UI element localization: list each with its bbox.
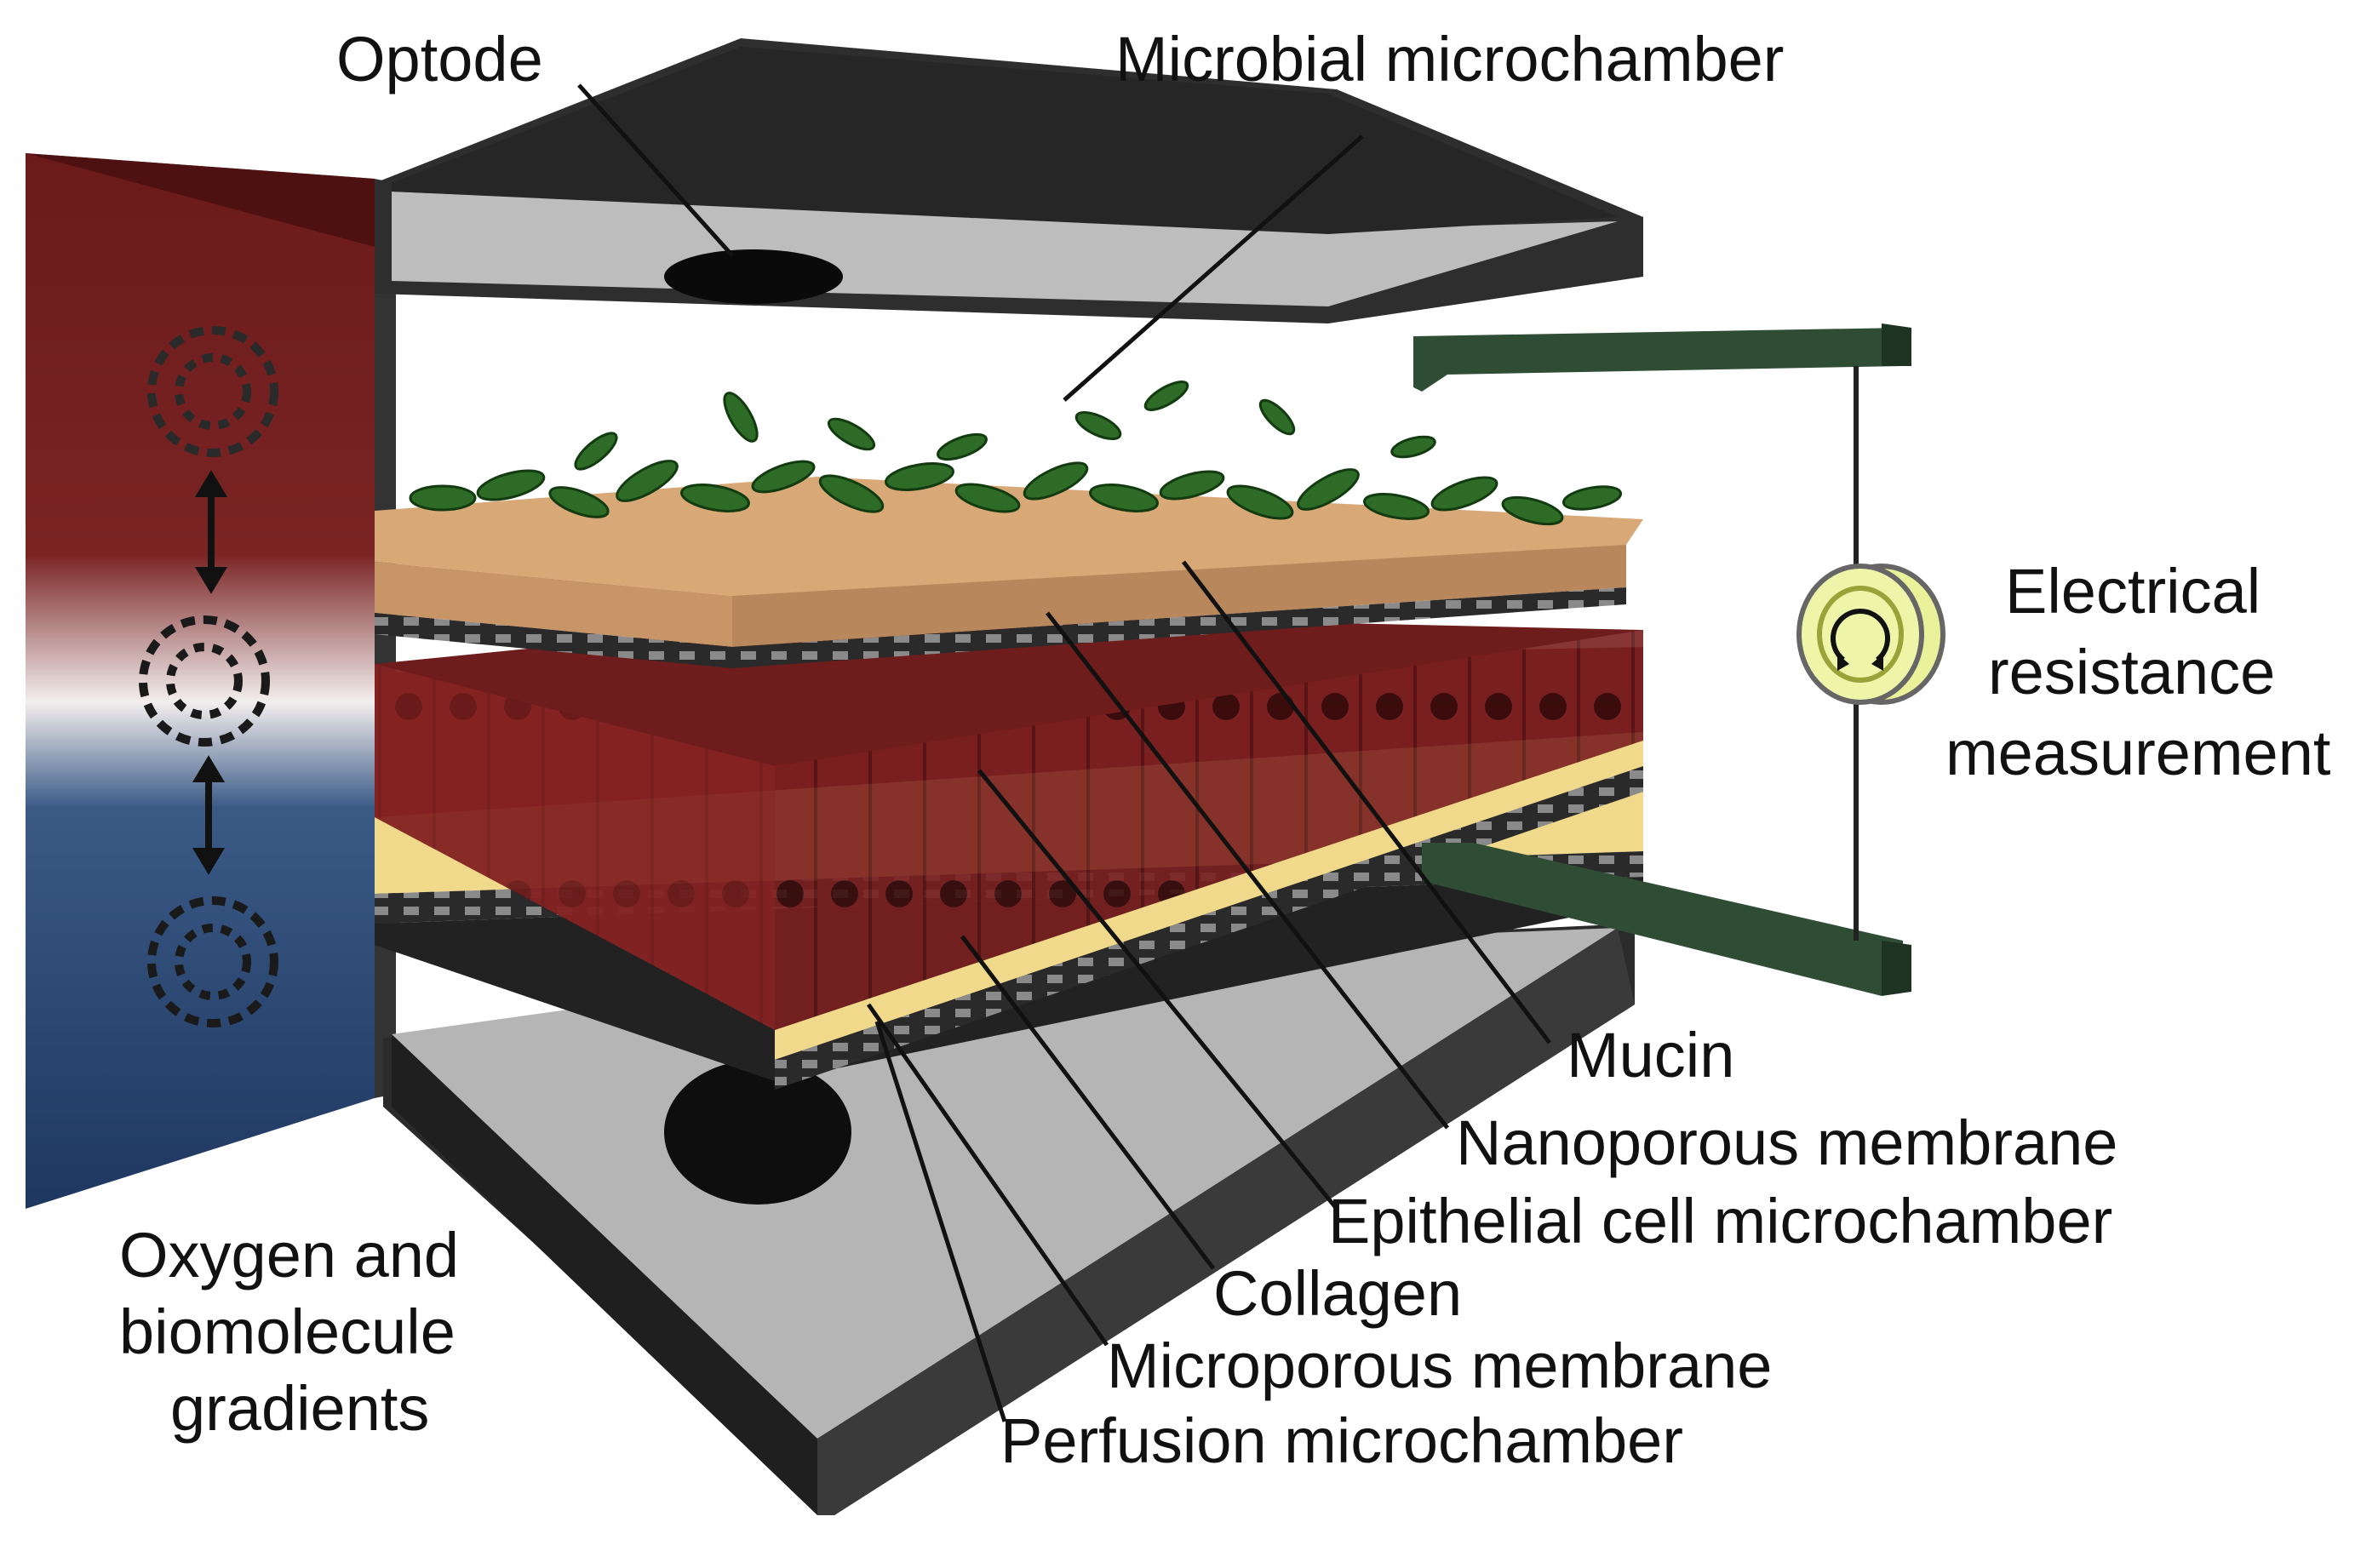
ohmmeter-icon: [1796, 366, 1945, 941]
electrode-bottom: [1422, 843, 1911, 996]
gradient-panel: [26, 153, 396, 1209]
label-electrical-line2: resistance: [1988, 637, 2275, 707]
label-nanoporous-membrane: Nanoporous membrane: [1456, 1107, 2117, 1178]
label-collagen: Collagen: [1213, 1258, 1462, 1329]
perfusion-housing: [383, 924, 1635, 1515]
label-electrical-line1: Electrical: [2005, 556, 2261, 627]
label-optode: Optode: [336, 24, 543, 94]
gradient-arrow-icon: [192, 470, 228, 875]
label-electrical-line3: measurement: [1945, 718, 2331, 788]
top-housing: [375, 38, 1643, 323]
label-gradients-line2: biomolecule: [119, 1296, 456, 1367]
leader-lines: [577, 83, 1551, 1422]
microbe-colony: [409, 381, 1623, 526]
label-perfusion-microchamber: Perfusion microchamber: [1000, 1405, 1683, 1476]
label-microporous-membrane: Microporous membrane: [1107, 1331, 1772, 1401]
label-gradients-line3: gradients: [170, 1373, 429, 1444]
label-microbial-microchamber: Microbial microchamber: [1115, 24, 1784, 94]
mucin-layer: [375, 477, 1643, 668]
molecule-cluster-icon: [139, 326, 278, 1027]
electrode-top: [1413, 323, 1911, 392]
label-mucin: Mucin: [1567, 1020, 1734, 1090]
label-gradients-line1: Oxygen and: [119, 1220, 459, 1290]
label-epithelial-cell-microchamber: Epithelial cell microchamber: [1328, 1186, 2112, 1256]
epithelial-layer: [375, 613, 1643, 1090]
